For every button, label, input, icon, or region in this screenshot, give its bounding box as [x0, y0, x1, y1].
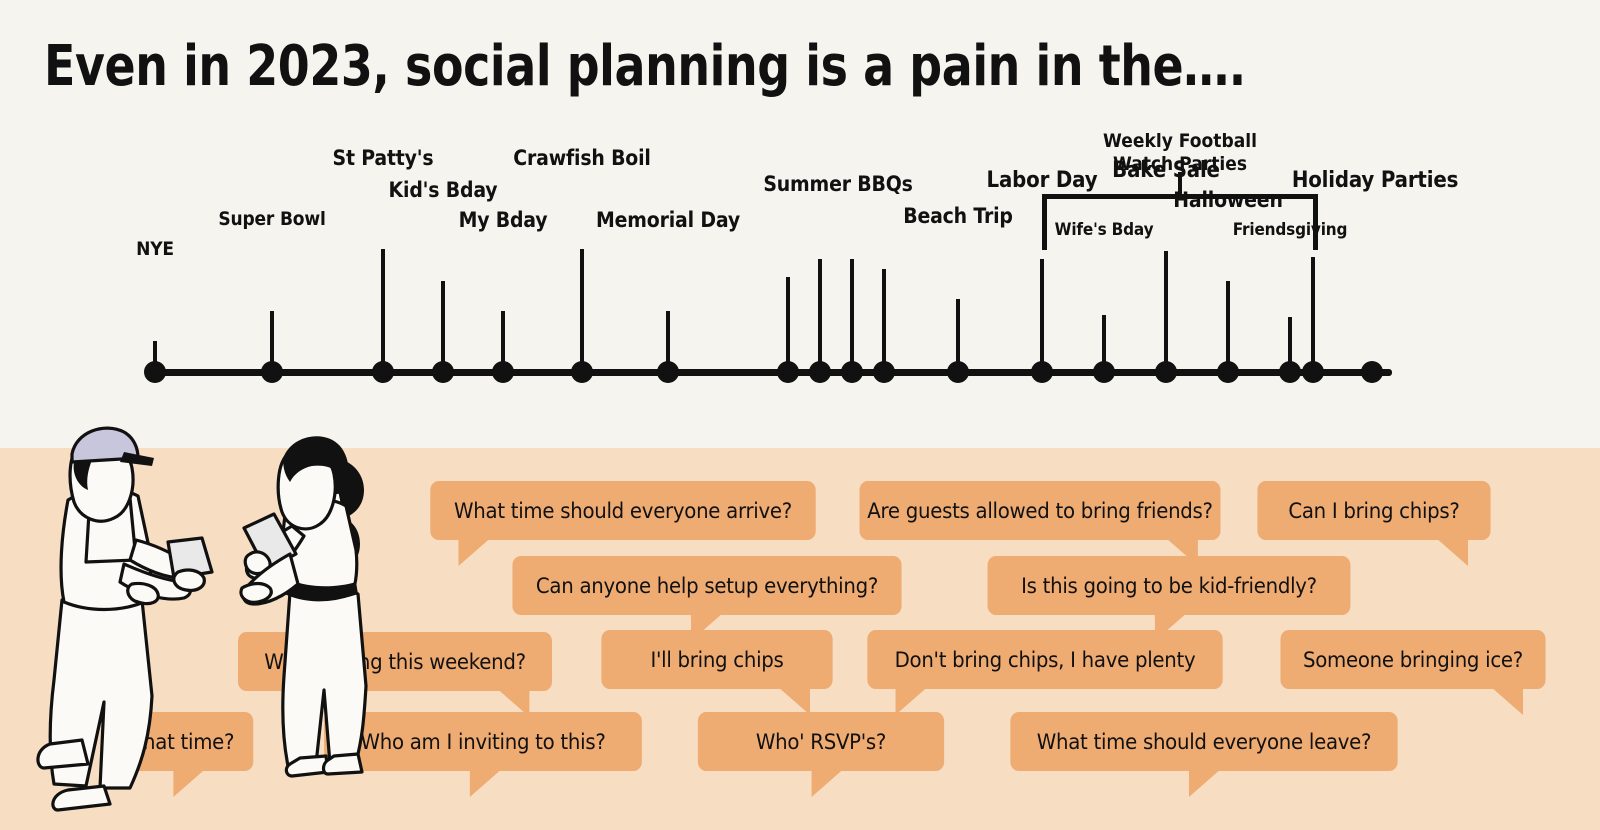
chat-bubble[interactable]: What time should everyone leave? — [1010, 712, 1398, 797]
timeline-event-label: Summer BBQs — [763, 172, 913, 196]
chat-bubble[interactable]: Can anyone help setup everything? — [512, 556, 902, 641]
timeline-stem — [1040, 259, 1044, 369]
timeline-dot[interactable] — [432, 361, 454, 383]
chat-bubble-text: Can anyone help setup everything? — [535, 573, 879, 598]
timeline-stem — [956, 299, 960, 369]
timeline-event-label: Bake Sale — [1112, 158, 1220, 183]
timeline-dot[interactable] — [809, 361, 831, 383]
chat-bubble-tail — [895, 687, 928, 715]
chat-bubble-text: Are guests allowed to bring friends? — [867, 498, 1213, 523]
timeline-stem — [381, 249, 385, 369]
chat-bubble-tail — [1188, 769, 1221, 797]
chat-bubble[interactable]: Can I bring chips? — [1257, 481, 1491, 566]
timeline-event-label: Holiday Parties — [1291, 168, 1459, 193]
chat-bubble-tail — [173, 769, 206, 797]
chat-bubble[interactable]: Who' RSVP's? — [697, 712, 945, 797]
chat-bubble[interactable]: Who am I inviting to this? — [324, 712, 642, 797]
timeline-event-label: Super Bowl — [218, 208, 326, 230]
chat-bubble[interactable]: Don't bring chips, I have plenty — [867, 630, 1223, 715]
timeline-stem — [1164, 251, 1168, 369]
chat-bubble-tail — [778, 687, 811, 715]
chat-bubble[interactable]: What time should everyone arrive? — [430, 481, 816, 566]
timeline-dot[interactable] — [657, 361, 679, 383]
timeline-event-label: St Patty's — [332, 146, 434, 170]
chat-bubble-text: Don't bring chips, I have plenty — [894, 647, 1196, 672]
timeline-stem — [1288, 317, 1292, 369]
timeline-dot[interactable] — [144, 361, 166, 383]
bracket-right-arm — [1313, 194, 1318, 250]
timeline-stem — [270, 311, 274, 369]
timeline-stem — [1102, 315, 1106, 369]
chat-bubble-text: Someone bringing ice? — [1302, 647, 1523, 672]
timeline-event-label: Crawfish Boil — [513, 146, 651, 170]
timeline-stem — [153, 341, 157, 369]
bracket-label-line1: Weekly Football — [1103, 130, 1257, 152]
bracket-stem — [1178, 172, 1182, 196]
timeline-stem — [1226, 281, 1230, 369]
timeline-stem — [501, 311, 505, 369]
timeline-dot[interactable] — [1279, 361, 1301, 383]
timeline-dot[interactable] — [873, 361, 895, 383]
timeline-dot[interactable] — [1155, 361, 1177, 383]
timeline-dot[interactable] — [841, 361, 863, 383]
timeline-stem — [882, 269, 886, 369]
chat-bubble-tail — [811, 769, 844, 797]
chat-bubble-text: Who am I inviting to this? — [360, 729, 606, 754]
chat-bubble-text: I'll bring chips — [650, 647, 784, 672]
timeline-event-label: My Bday — [458, 208, 548, 232]
timeline-dot[interactable] — [1302, 361, 1324, 383]
timeline-event-label: Halloween — [1173, 188, 1283, 212]
chat-bubble-text: Can I bring chips? — [1288, 498, 1460, 523]
chat-bubble[interactable]: Are guests allowed to bring friends? — [859, 481, 1221, 566]
illustration-svg — [36, 426, 368, 812]
timeline-stem — [666, 311, 670, 369]
timeline-event-label: Friendsgiving — [1232, 220, 1348, 240]
chat-bubble[interactable]: Is this going to be kid-friendly? — [987, 556, 1351, 641]
bracket-left-arm — [1042, 194, 1047, 250]
chat-bubble-tail — [470, 769, 503, 797]
timeline-event-label: Kid's Bday — [388, 178, 498, 202]
timeline-event-label: Labor Day — [986, 168, 1098, 193]
timeline-stem — [818, 259, 822, 369]
timeline-dot[interactable] — [372, 361, 394, 383]
timeline-event-label: Wife's Bday — [1054, 220, 1154, 240]
timeline-stem — [850, 259, 854, 369]
bracket-label-line2: Watch Parties — [1112, 153, 1248, 175]
timeline-stem — [441, 281, 445, 369]
timeline-stem — [1311, 257, 1315, 369]
chat-bubble-text: What time should everyone arrive? — [454, 498, 792, 523]
timeline-stem — [786, 277, 790, 369]
timeline-dot[interactable] — [947, 361, 969, 383]
timeline-dot[interactable] — [1361, 361, 1383, 383]
chat-bubble-tail — [458, 538, 491, 566]
bracket-top-bar — [1042, 194, 1318, 199]
timeline-dot[interactable] — [571, 361, 593, 383]
chat-bubble[interactable]: Someone bringing ice? — [1280, 630, 1546, 715]
timeline-event-label: NYE — [136, 238, 174, 260]
timeline-axis — [148, 369, 1392, 376]
timeline-dot[interactable] — [1217, 361, 1239, 383]
timeline-event-label: Beach Trip — [903, 204, 1013, 228]
timeline-dot[interactable] — [261, 361, 283, 383]
timeline-dot[interactable] — [777, 361, 799, 383]
chat-bubble-tail — [1491, 687, 1523, 715]
bracket-label: Weekly Football Watch Parties — [1103, 130, 1257, 176]
chat-bubble[interactable]: I'll bring chips — [601, 630, 833, 715]
people-illustration — [28, 404, 408, 830]
chat-bubble-text: What time should everyone leave? — [1036, 729, 1372, 754]
page-title: Even in 2023, social planning is a pain … — [44, 34, 1246, 99]
timeline-dot[interactable] — [1093, 361, 1115, 383]
chat-bubble-tail — [1436, 538, 1468, 566]
timeline-event-label: Memorial Day — [596, 208, 740, 232]
timeline-dot[interactable] — [492, 361, 514, 383]
timeline-dot[interactable] — [1031, 361, 1053, 383]
chat-bubble-text: Who' RSVP's? — [755, 729, 887, 754]
chat-bubble-text: Is this going to be kid-friendly? — [1021, 573, 1317, 598]
timeline: Weekly Football Watch Parties NYE Super B… — [0, 120, 1600, 420]
timeline-stem — [580, 249, 584, 369]
